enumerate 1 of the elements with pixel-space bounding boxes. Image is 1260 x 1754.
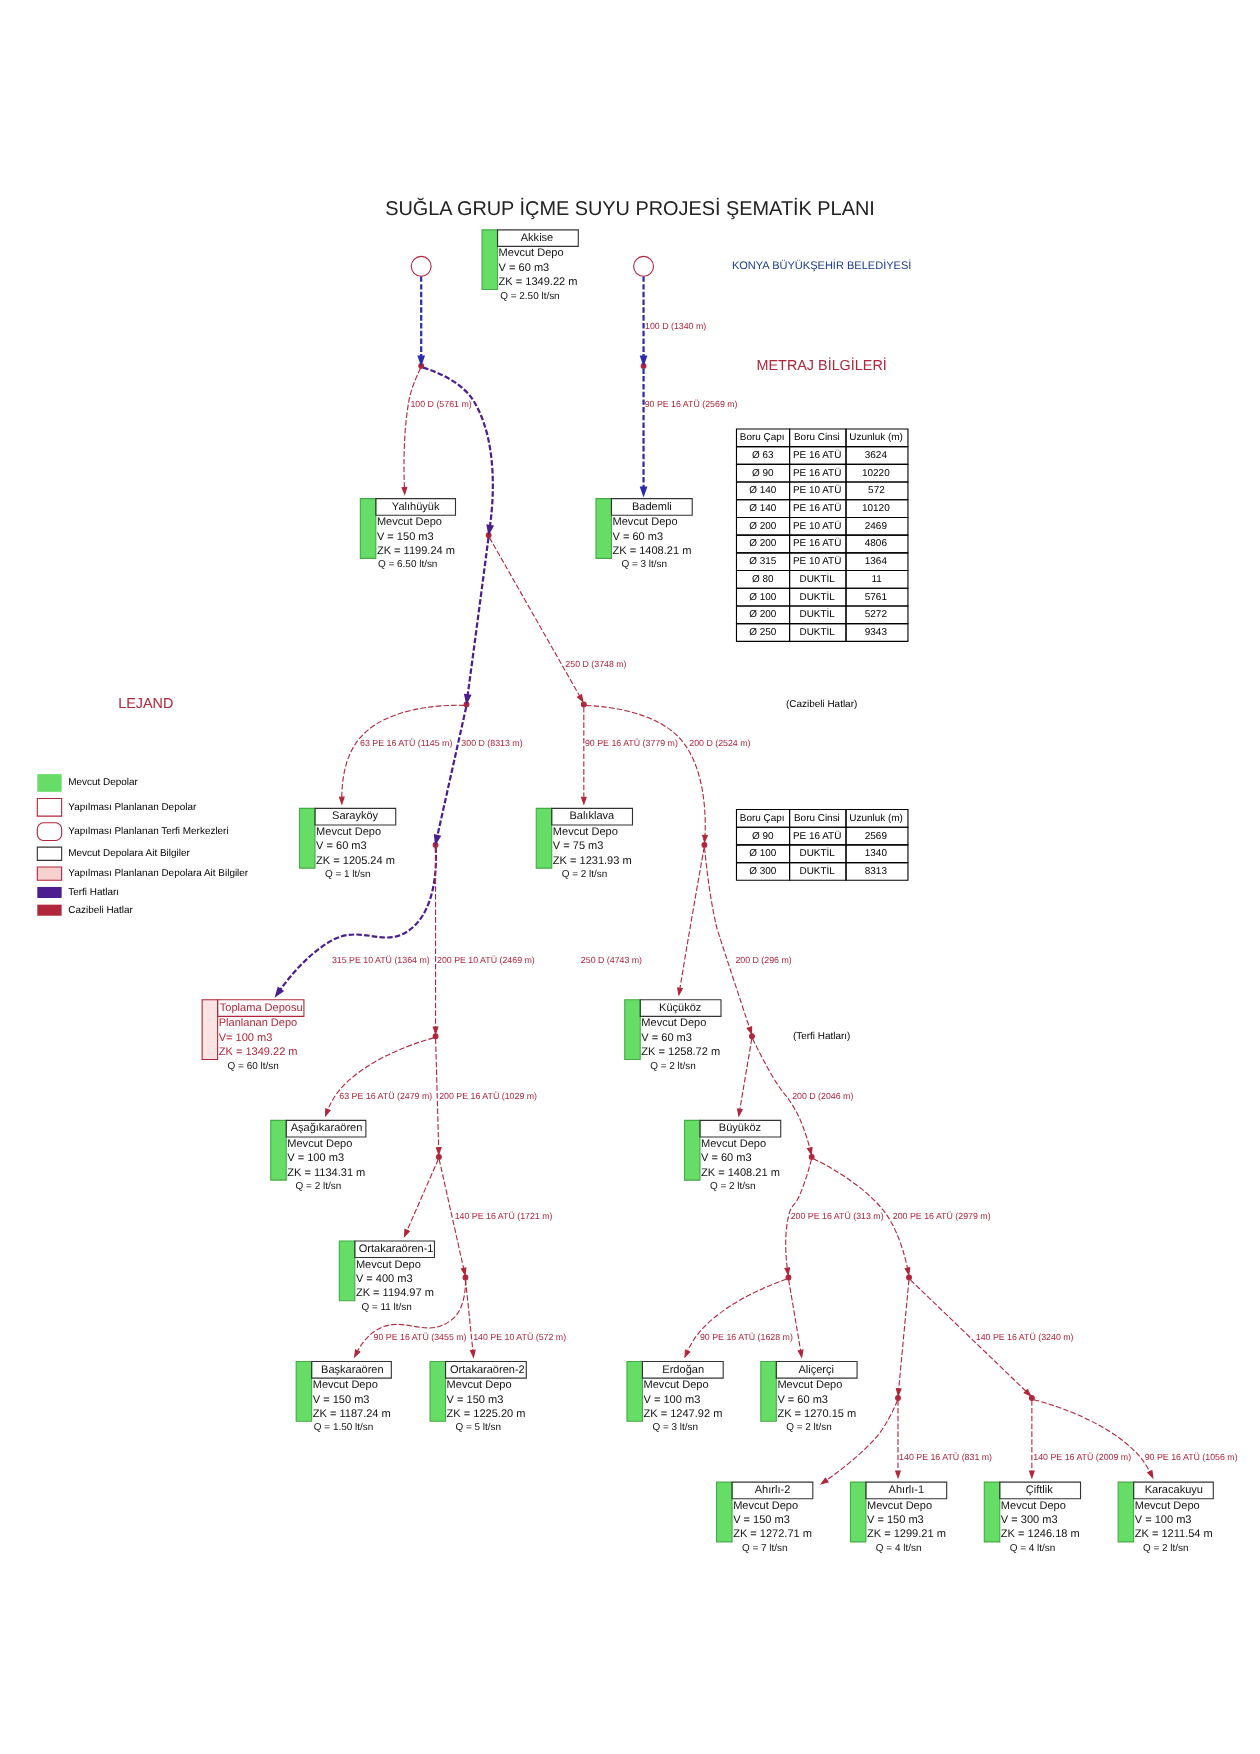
diagram-title: SUĞLA GRUP İÇME SUYU PROJESİ ŞEMATİK PLANI	[385, 198, 875, 221]
